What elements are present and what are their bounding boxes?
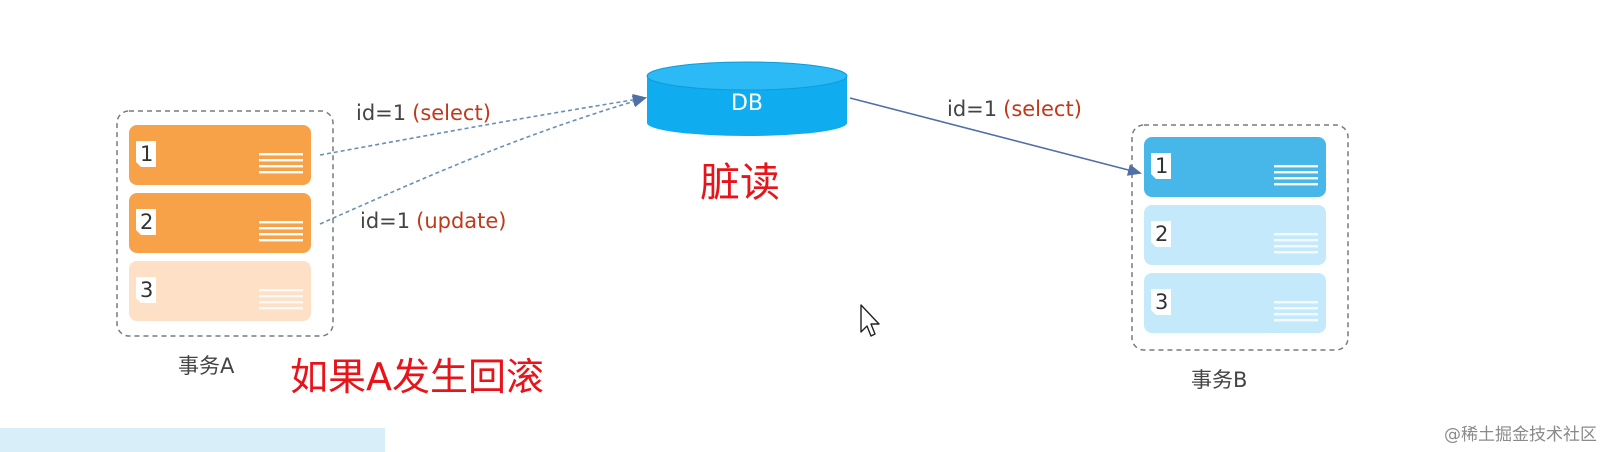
- transaction-b-row-3: 3: [1144, 273, 1326, 333]
- page-icon: [136, 141, 156, 167]
- label-a2-update: id=1(update): [360, 209, 507, 233]
- row-number: 3: [1155, 290, 1168, 314]
- list-lines-icon: [1274, 165, 1318, 186]
- page-icon: [136, 209, 156, 235]
- label-a1-select: id=1(select): [356, 101, 491, 125]
- page-icon: [1151, 221, 1171, 247]
- dirty-read-headline: 脏读: [700, 160, 780, 206]
- transaction-a: 1 2 3 事务A: [116, 110, 334, 378]
- transaction-b-row-2: 2: [1144, 205, 1326, 265]
- rollback-note: 如果A发生回滚: [290, 355, 544, 399]
- page-icon: [1151, 289, 1171, 315]
- label-db-b1-select: id=1(select): [947, 97, 1082, 121]
- db-label: DB: [731, 91, 763, 116]
- bottom-band: [0, 428, 385, 452]
- database-icon: DB: [646, 61, 848, 136]
- mouse-cursor-icon: [860, 304, 880, 337]
- row-number: 3: [140, 278, 153, 302]
- list-lines-icon: [259, 289, 303, 310]
- transaction-a-row-1: 1: [129, 125, 311, 185]
- row-number: 2: [1155, 222, 1168, 246]
- transaction-a-row-3: 3: [129, 261, 311, 321]
- transaction-b-frame: [1131, 124, 1349, 351]
- transaction-b-row-1: 1: [1144, 137, 1326, 197]
- arrow-a2-update: [319, 95, 647, 225]
- page-icon: [136, 277, 156, 303]
- row-number: 2: [140, 210, 153, 234]
- row-number: 1: [1155, 154, 1168, 178]
- list-lines-icon: [259, 153, 303, 174]
- arrow-a1-select: [319, 93, 647, 156]
- page-icon: [1151, 153, 1171, 179]
- transaction-a-frame: [116, 110, 334, 337]
- watermark: @稀土掘金技术社区: [1444, 425, 1597, 445]
- list-lines-icon: [1274, 301, 1318, 322]
- list-lines-icon: [259, 221, 303, 242]
- row-number: 1: [140, 142, 153, 166]
- transaction-b: 1 2 3 事务B: [1131, 124, 1349, 392]
- transaction-a-row-2: 2: [129, 193, 311, 253]
- transaction-a-name: 事务A: [178, 354, 235, 378]
- list-lines-icon: [1274, 233, 1318, 254]
- arrow-db-to-b1: [849, 97, 1142, 176]
- transaction-b-name: 事务B: [1191, 368, 1247, 392]
